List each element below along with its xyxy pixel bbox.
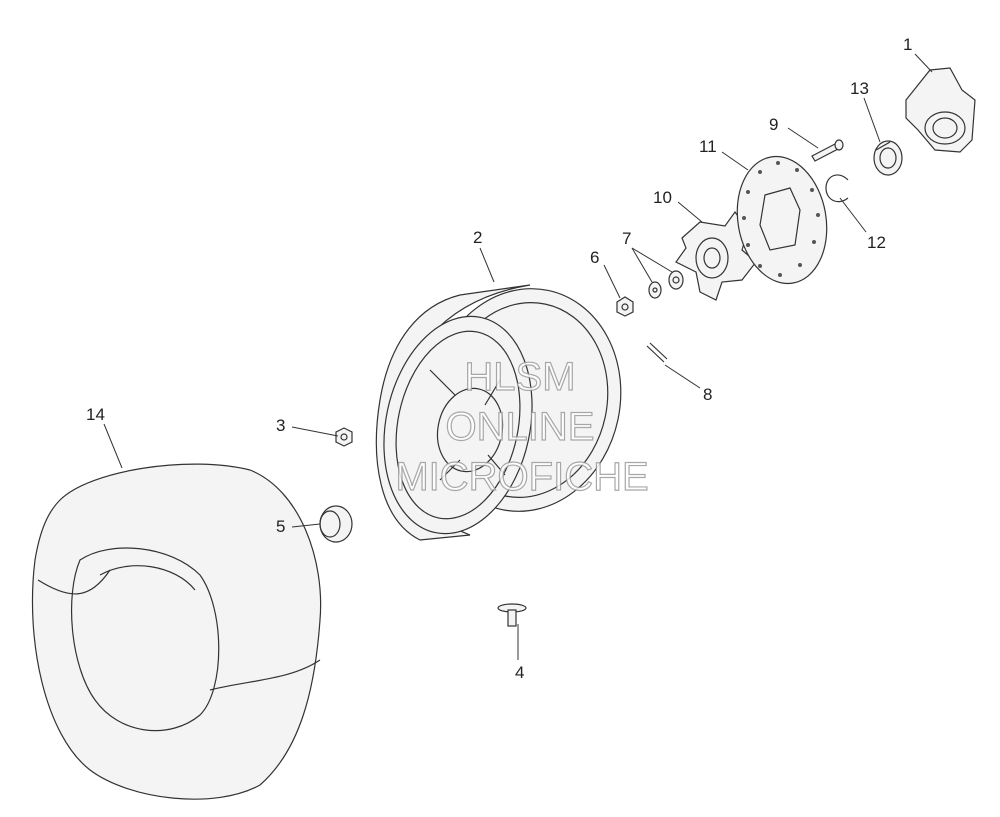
part-3-lug-nut	[335, 427, 353, 447]
watermark: HLSM ONLINE MICROFICHE	[395, 354, 650, 499]
callout-4: 4	[515, 663, 524, 682]
part-2-wheel-rim	[375, 284, 622, 541]
callout-12: 12	[867, 233, 886, 252]
callout-10: 10	[653, 188, 672, 207]
part-9-bolt	[811, 139, 844, 162]
callout-9: 9	[769, 115, 778, 134]
callout-1: 1	[903, 35, 912, 54]
part-14-tire	[31, 463, 322, 800]
part-5-center-cap	[319, 505, 353, 543]
part-12-snap-ring	[825, 174, 849, 203]
part-1-steering-knuckle	[905, 67, 976, 153]
callout-6: 6	[590, 248, 599, 267]
leader-lines	[103, 53, 933, 660]
callout-2: 2	[473, 228, 482, 247]
part-6-nut	[616, 296, 634, 317]
part-7-washers	[648, 270, 684, 299]
callout-11: 11	[699, 137, 717, 156]
callout-5: 5	[276, 517, 285, 536]
part-13-bearing	[873, 140, 903, 176]
callout-labels: 1 2 3 4 5 6 7 8 9 10 11 12 13 14	[86, 35, 912, 682]
part-10-wheel-hub	[675, 210, 757, 301]
callout-7: 7	[622, 229, 631, 248]
disc-holes	[742, 161, 820, 277]
part-11-brake-disc	[736, 155, 828, 285]
part-8-cotter-pin	[646, 342, 668, 363]
part-4-valve-stem	[497, 603, 527, 627]
callout-3: 3	[276, 416, 285, 435]
callout-13: 13	[850, 79, 869, 98]
watermark-line-3: MICROFICHE	[395, 455, 648, 499]
callout-8: 8	[703, 385, 712, 404]
callout-14: 14	[86, 405, 105, 424]
watermark-line-1: HLSM	[464, 355, 575, 399]
watermark-line-2: ONLINE	[446, 405, 595, 449]
